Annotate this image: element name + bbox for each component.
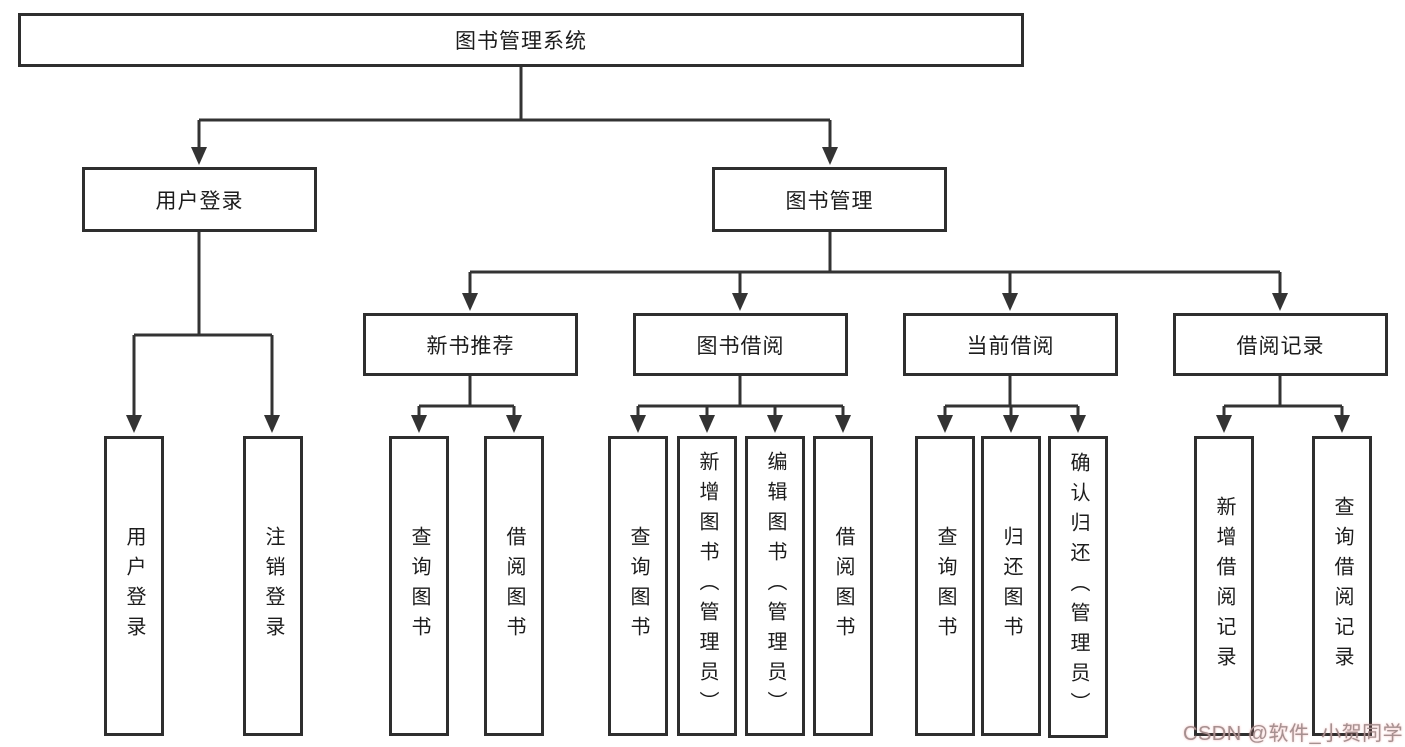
leaf-return-books: 归还图书: [981, 436, 1041, 736]
node-label: 编辑图书（管理员）: [764, 451, 786, 721]
node-current-borrow: 当前借阅: [903, 313, 1118, 376]
node-label: 归还图书: [1000, 526, 1022, 646]
leaf-query-books-borrow: 查询图书: [608, 436, 668, 736]
arrow-down-icon: [1272, 293, 1288, 311]
node-label: 图书管理: [785, 189, 874, 213]
node-label: 新书推荐: [426, 334, 515, 358]
leaf-borrow-books: 借阅图书: [813, 436, 873, 736]
node-label: 查询图书: [627, 526, 649, 646]
node-book-borrow: 图书借阅: [633, 313, 848, 376]
node-label: 注销登录: [262, 526, 284, 646]
leaf-user-login: 用户登录: [104, 436, 164, 736]
leaf-query-books-current: 查询图书: [915, 436, 975, 736]
node-label: 用户登录: [155, 189, 244, 213]
node-label: 新增借阅记录: [1213, 496, 1235, 676]
arrow-down-icon: [937, 415, 953, 433]
node-label: 用户登录: [123, 526, 145, 646]
arrow-down-icon: [126, 415, 142, 433]
node-label: 借阅图书: [832, 526, 854, 646]
node-label: 借阅记录: [1236, 334, 1325, 358]
arrow-down-icon: [630, 415, 646, 433]
node-user-login: 用户登录: [82, 167, 317, 232]
node-label: 查询图书: [408, 526, 430, 646]
node-label: 借阅图书: [503, 526, 525, 646]
node-new-book-recommend: 新书推荐: [363, 313, 578, 376]
leaf-query-borrow-record: 查询借阅记录: [1312, 436, 1372, 736]
leaf-confirm-return-admin: 确认归还（管理员）: [1048, 436, 1108, 738]
node-label: 确认归还（管理员）: [1067, 452, 1089, 722]
arrow-down-icon: [411, 415, 427, 433]
arrow-down-icon: [1334, 415, 1350, 433]
node-library-management-system: 图书管理系统: [18, 13, 1024, 67]
node-label: 当前借阅: [966, 334, 1055, 358]
leaf-add-borrow-record: 新增借阅记录: [1194, 436, 1254, 736]
arrow-down-icon: [506, 415, 522, 433]
arrow-down-icon: [1002, 293, 1018, 311]
arrow-down-icon: [822, 147, 838, 165]
arrow-down-icon: [1003, 415, 1019, 433]
arrow-down-icon: [699, 415, 715, 433]
arrow-down-icon: [732, 293, 748, 311]
node-label: 图书管理系统: [455, 30, 587, 53]
leaf-logout: 注销登录: [243, 436, 303, 736]
leaf-query-books-recommend: 查询图书: [389, 436, 449, 736]
node-label: 查询图书: [934, 526, 956, 646]
arrow-down-icon: [1070, 415, 1086, 433]
arrow-down-icon: [462, 293, 478, 311]
arrow-down-icon: [835, 415, 851, 433]
node-borrow-records: 借阅记录: [1173, 313, 1388, 376]
node-label: 查询借阅记录: [1331, 496, 1353, 676]
node-label: 图书借阅: [696, 334, 785, 358]
arrow-down-icon: [191, 147, 207, 165]
node-label: 新增图书（管理员）: [696, 451, 718, 721]
arrow-down-icon: [1216, 415, 1232, 433]
leaf-borrow-books-recommend: 借阅图书: [484, 436, 544, 736]
node-book-management: 图书管理: [712, 167, 947, 232]
arrow-down-icon: [264, 415, 280, 433]
leaf-add-books-admin: 新增图书（管理员）: [677, 436, 737, 736]
leaf-edit-books-admin: 编辑图书（管理员）: [745, 436, 805, 736]
arrow-down-icon: [767, 415, 783, 433]
